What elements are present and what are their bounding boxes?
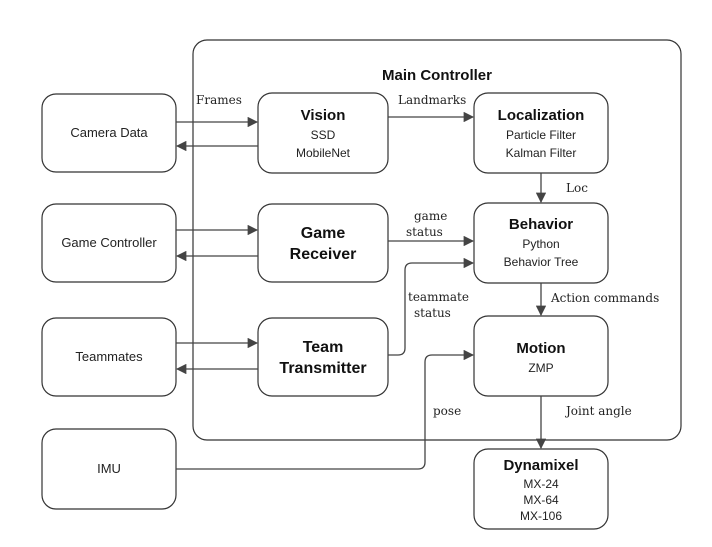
label-game-status-2: status — [406, 225, 443, 239]
label-loc: Loc — [566, 181, 588, 195]
label-pose: pose — [433, 404, 461, 418]
vision-node: Vision SSD MobileNet — [257, 92, 389, 174]
edge-imu-to-motion — [176, 349, 475, 470]
team-transmitter-title-2: Transmitter — [279, 360, 366, 377]
behavior-line-1: Python — [522, 237, 559, 251]
dynamixel-line-1: MX-24 — [523, 477, 559, 491]
dynamixel-line-3: MX-106 — [520, 509, 562, 523]
teammates-node: Teammates — [41, 317, 177, 397]
dynamixel-title: Dynamixel — [503, 457, 578, 474]
vision-line-1: SSD — [311, 128, 336, 142]
label-teammate-status-1: teammate — [408, 290, 469, 304]
localization-line-2: Kalman Filter — [506, 146, 577, 160]
motion-title: Motion — [516, 340, 565, 357]
label-frames: Frames — [196, 93, 242, 107]
behavior-node: Behavior Python Behavior Tree — [473, 202, 609, 284]
edge-transmitter-to-behavior — [388, 257, 475, 356]
team-transmitter-title-1: Team — [303, 339, 344, 356]
vision-title: Vision — [301, 107, 346, 124]
motion-line-1: ZMP — [528, 361, 553, 375]
game-receiver-title-2: Receiver — [290, 246, 357, 263]
behavior-line-2: Behavior Tree — [504, 255, 579, 269]
main-controller-box — [192, 39, 682, 441]
teammates-label: Teammates — [75, 349, 143, 364]
imu-node: IMU — [41, 428, 177, 510]
motion-node: Motion ZMP — [473, 315, 609, 397]
imu-label: IMU — [97, 461, 121, 476]
dynamixel-line-2: MX-64 — [523, 493, 559, 507]
localization-title: Localization — [498, 107, 585, 124]
label-teammate-status-2: status — [414, 306, 451, 320]
behavior-title: Behavior — [509, 216, 573, 233]
game-receiver-title-1: Game — [301, 225, 346, 242]
team-transmitter-node: Team Transmitter — [257, 317, 389, 397]
label-joint-angle: Joint angle — [564, 404, 632, 418]
game-controller-node: Game Controller — [41, 203, 177, 283]
label-action-commands: Action commands — [550, 291, 659, 305]
camera-data-node: Camera Data — [41, 93, 177, 173]
localization-line-1: Particle Filter — [506, 128, 576, 142]
game-controller-label: Game Controller — [61, 235, 157, 250]
dynamixel-node: Dynamixel MX-24 MX-64 MX-106 — [473, 448, 609, 530]
game-receiver-node: Game Receiver — [257, 203, 389, 283]
main-controller-title: Main Controller — [382, 67, 492, 84]
localization-node: Localization Particle Filter Kalman Filt… — [473, 92, 609, 174]
vision-line-2: MobileNet — [296, 146, 351, 160]
label-landmarks: Landmarks — [398, 93, 466, 107]
camera-data-label: Camera Data — [70, 125, 148, 140]
label-game-status-1: game — [414, 209, 447, 223]
